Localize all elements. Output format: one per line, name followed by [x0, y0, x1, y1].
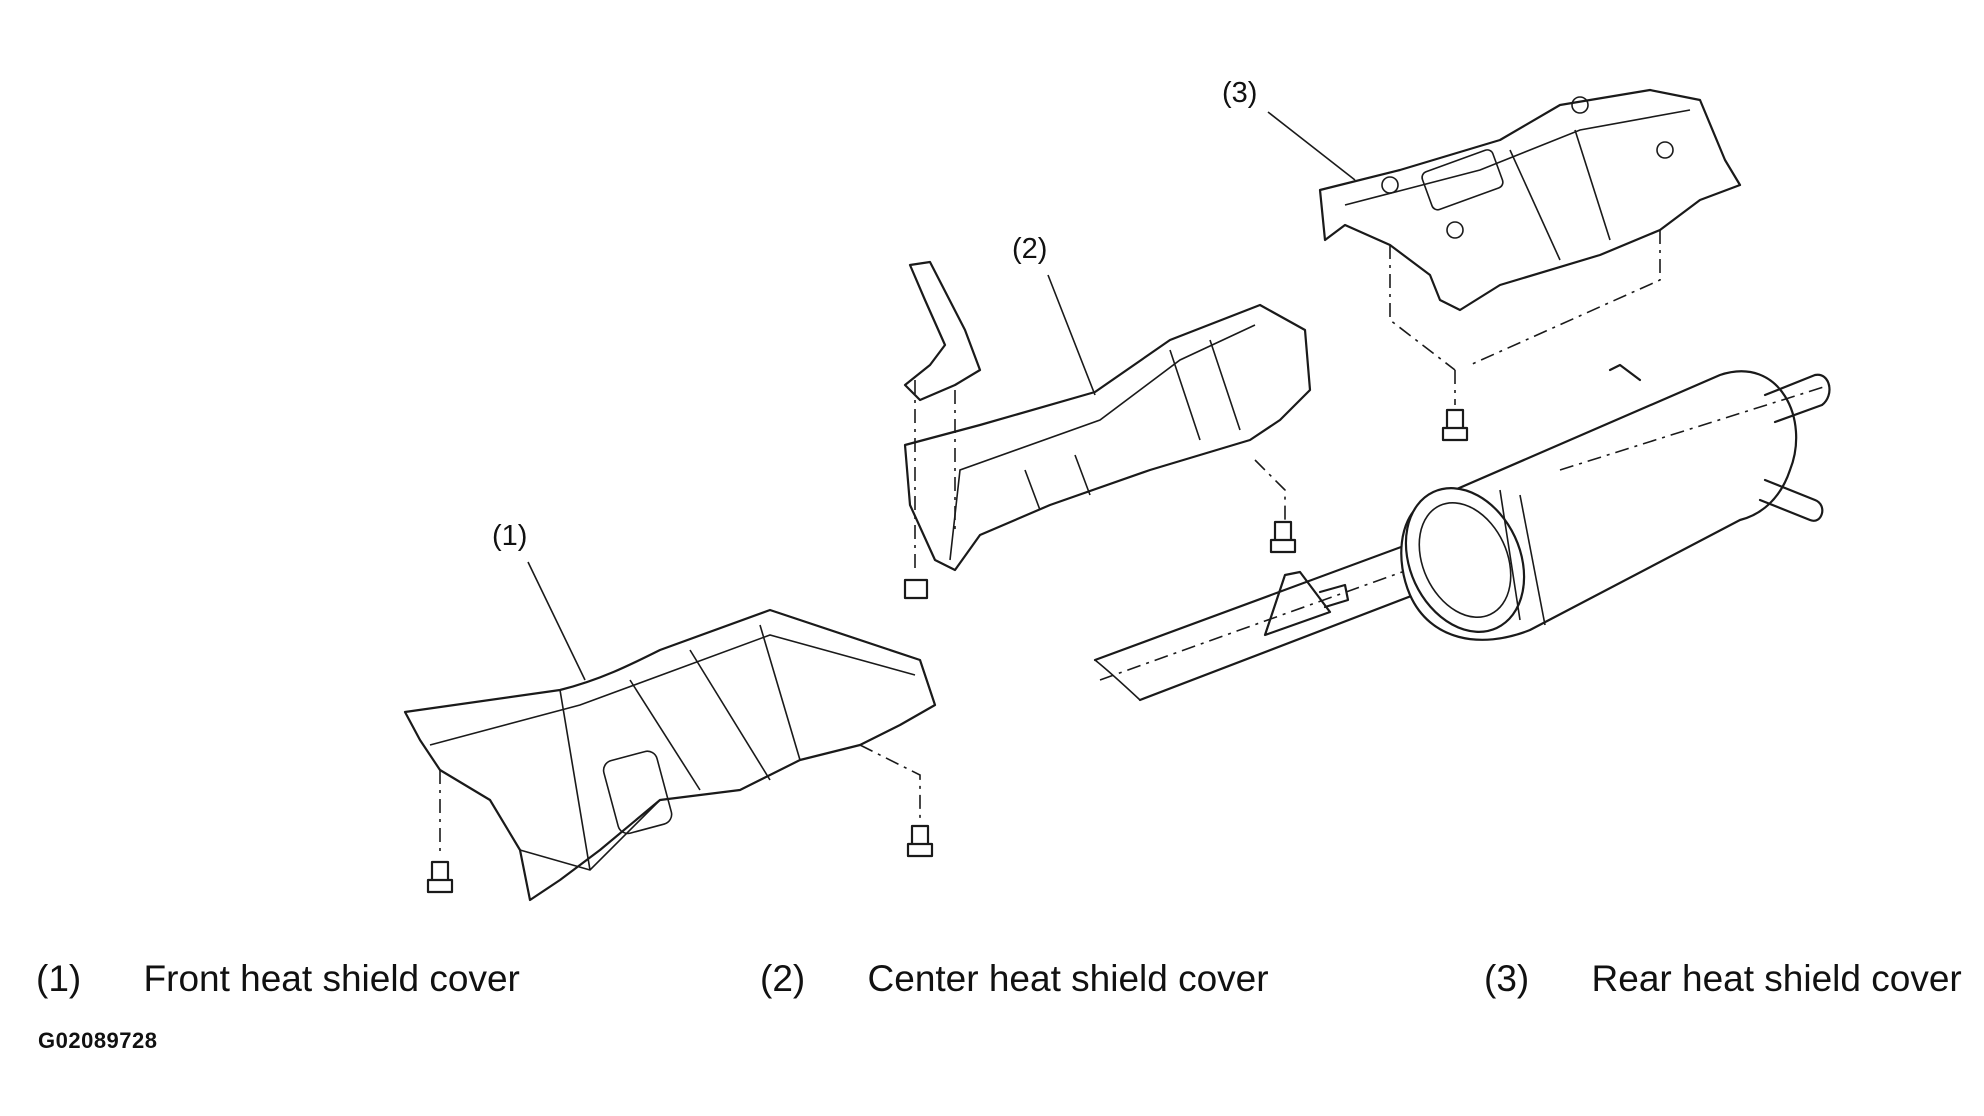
legend-number-1: (1)	[36, 958, 82, 999]
legend-number-3: (3)	[1484, 958, 1530, 999]
callout-3-label: (3)	[1222, 77, 1257, 109]
figure-id: G02089728	[38, 1028, 158, 1053]
legend-label-2: Center heat shield cover	[867, 958, 1269, 999]
callout-1: (1)	[492, 520, 586, 681]
callout-3: (3)	[1222, 77, 1356, 181]
legend-label-3: Rear heat shield cover	[1591, 958, 1962, 999]
legend-item-2: (2) Center heat shield cover	[760, 958, 1269, 1000]
legend-item-3: (3) Rear heat shield cover	[1484, 958, 1962, 1000]
front-heat-shield-drawing	[403, 608, 937, 902]
exhaust-pipe-and-muffler	[1093, 363, 1831, 702]
callout-2: (2)	[1012, 233, 1096, 396]
rear-heat-shield-drawing	[1318, 88, 1742, 442]
legend-number-2: (2)	[760, 958, 806, 999]
legend-item-1: (1) Front heat shield cover	[36, 958, 520, 1000]
callout-1-label: (1)	[492, 520, 527, 552]
center-heat-shield-drawing	[903, 260, 1312, 600]
callout-2-label: (2)	[1012, 233, 1047, 265]
legend-label-1: Front heat shield cover	[143, 958, 520, 999]
